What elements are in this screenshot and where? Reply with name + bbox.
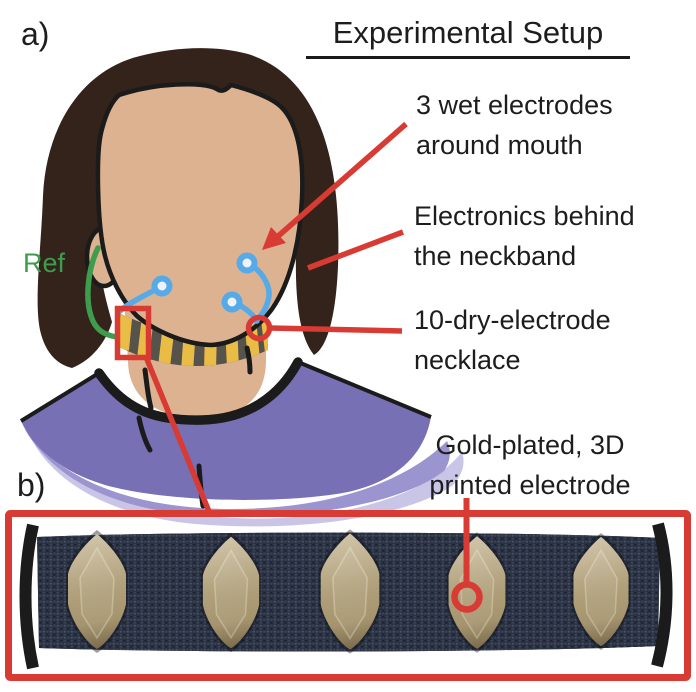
- callout-arrowhead: [262, 227, 286, 250]
- ref-label: Ref: [23, 248, 66, 278]
- necklace-photo: [19, 522, 673, 670]
- callout-label-wet-electrodes: 3 wet electrodes around mouth: [416, 90, 613, 160]
- shirt: [21, 362, 431, 500]
- wet-electrode-upper: [236, 252, 258, 274]
- shirt-mark: [136, 415, 153, 453]
- electrode-highlight-circle: [451, 581, 483, 613]
- callout-line-electronics: [307, 229, 404, 271]
- necklace-highlight-circle: [245, 314, 273, 342]
- neck-mark-left: [142, 367, 154, 411]
- callout-line-wet-electrodes: [274, 121, 408, 241]
- photo-frame: [5, 510, 691, 681]
- figure-title: Experimental Setup: [306, 13, 630, 59]
- neck-mark-right: [244, 345, 253, 375]
- callout-label-gold-electrode: Gold-plated, 3D printed electrode: [429, 430, 631, 500]
- callout-label-necklace: 10-dry-electrode necklace: [414, 305, 611, 375]
- panel-a-label: a): [21, 16, 50, 52]
- woman-illustration: [19, 48, 464, 527]
- callout-label-electronics: Electronics behind the neckband: [414, 201, 635, 271]
- ref-wire: [85, 245, 120, 340]
- callout-line-necklace: [269, 325, 403, 334]
- annotations: [5, 121, 691, 681]
- shoulder-outline-left: [19, 371, 101, 423]
- zoom-source-rect: [114, 305, 152, 361]
- collar-outline: [94, 357, 303, 425]
- panel-b-label: b): [17, 467, 46, 503]
- band-end-left: [19, 523, 39, 670]
- band-end-right: [651, 522, 673, 668]
- face: [95, 81, 305, 348]
- zoom-connector-line: [143, 355, 213, 516]
- wet-electrode-left: [151, 275, 173, 297]
- shoulder-outline-right: [297, 360, 432, 419]
- wet-electrode-lower: [221, 291, 243, 313]
